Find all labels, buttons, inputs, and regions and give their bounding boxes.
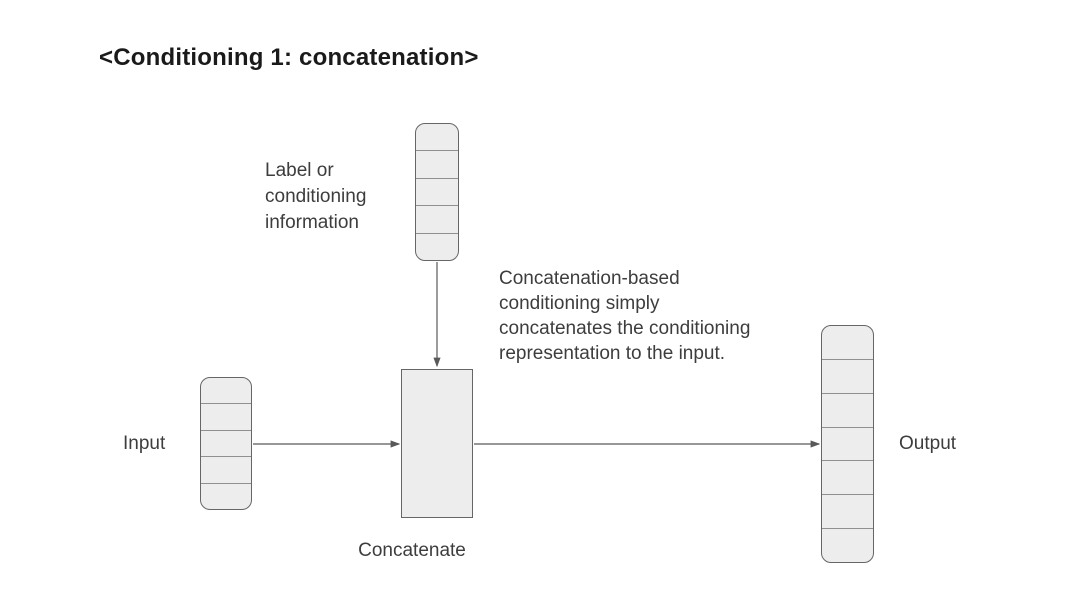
vector-cell — [201, 378, 251, 403]
annotation-line: Concatenation-based — [499, 268, 680, 289]
vector-cell — [822, 392, 873, 427]
vector-cell — [822, 528, 873, 562]
vector-cell — [416, 124, 458, 150]
vector-cell — [416, 232, 458, 260]
vector-cell — [416, 177, 458, 205]
input-vector — [200, 377, 252, 510]
conditioning-info-label-line: conditioning — [265, 186, 367, 207]
concatenation-annotation: Concatenation-based conditioning simply … — [499, 266, 750, 366]
vector-cell — [822, 460, 873, 494]
vector-cell — [822, 426, 873, 461]
vector-cell — [822, 326, 873, 359]
concatenate-label: Concatenate — [358, 540, 466, 561]
input-label: Input — [123, 433, 166, 454]
vector-cell — [201, 429, 251, 456]
annotation-line: representation to the input. — [499, 343, 726, 364]
vector-cell — [822, 358, 873, 393]
concatenate-box — [401, 369, 473, 518]
conditioning-info-label: Label or conditioning information — [265, 158, 366, 236]
annotation-line: conditioning simply — [499, 293, 660, 314]
conditioning-info-label-line: information — [265, 212, 359, 233]
output-label: Output — [899, 433, 957, 454]
vector-cell — [201, 456, 251, 482]
vector-cell — [822, 494, 873, 528]
vector-cell — [201, 482, 251, 509]
diagram-title: <Conditioning 1: concatenation> — [99, 44, 479, 71]
conditioning-vector — [415, 123, 459, 261]
conditioning-info-label-line: Label or — [265, 160, 334, 181]
annotation-line: concatenates the conditioning — [499, 318, 751, 339]
vector-cell — [201, 403, 251, 429]
vector-cell — [416, 205, 458, 232]
vector-cell — [416, 150, 458, 177]
output-vector — [821, 325, 874, 563]
